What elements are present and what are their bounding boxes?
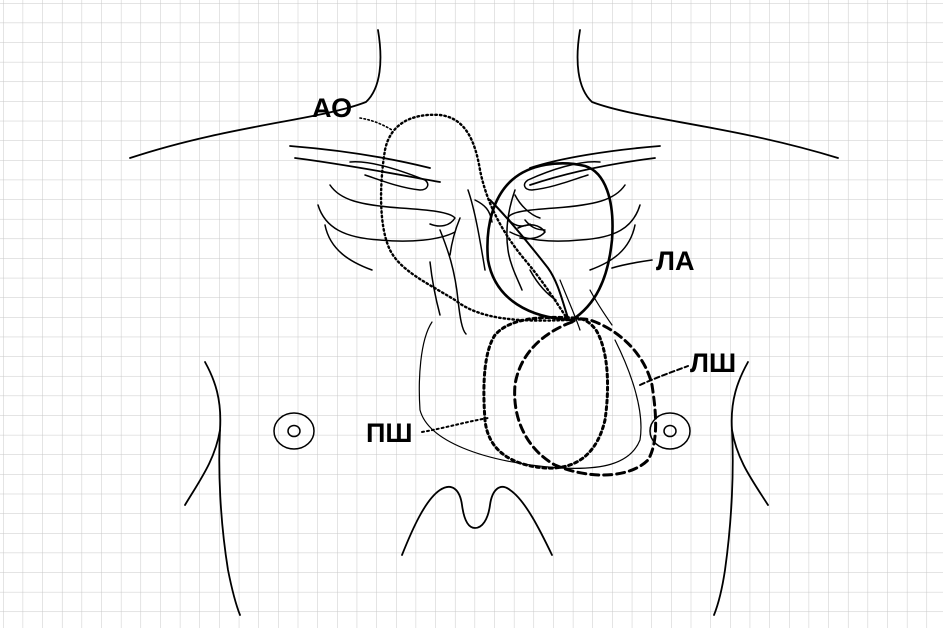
label-lsh: ЛШ [690, 348, 736, 378]
label-psh: ПШ [366, 418, 413, 448]
label-ao: АО [312, 93, 352, 123]
label-la: ЛА [656, 246, 694, 276]
